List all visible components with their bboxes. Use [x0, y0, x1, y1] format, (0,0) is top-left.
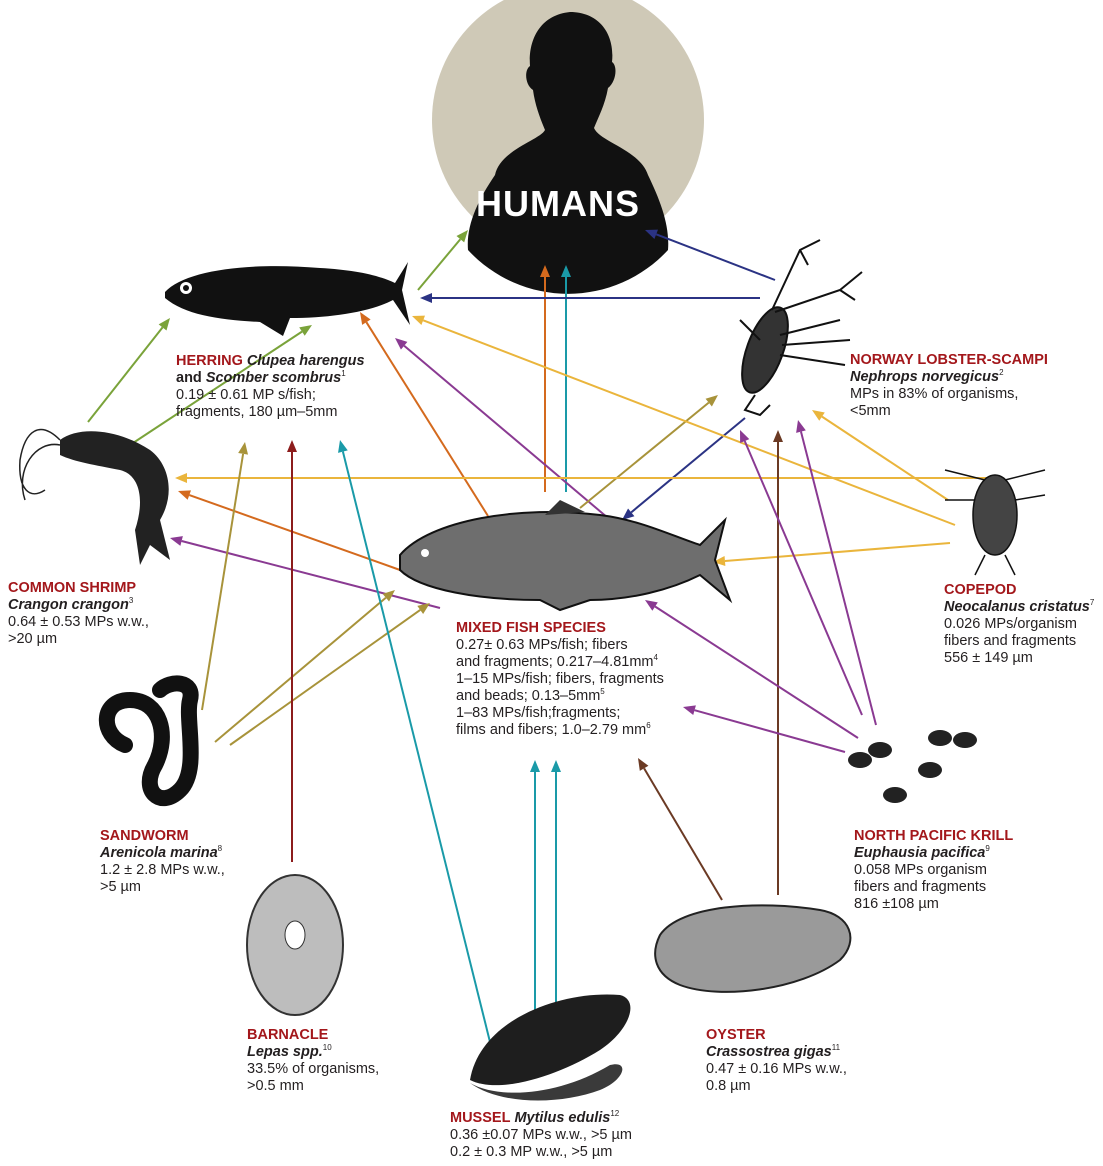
arrow-oyster-to-lobster [773, 430, 783, 895]
arrow-krill-to-shrimp [170, 536, 440, 608]
arrow-fish-to-humans [540, 265, 550, 492]
oyster-illustration [655, 905, 850, 992]
arrow-lobster-to-fish [622, 418, 745, 520]
arrow-krill-to-lobster [796, 420, 876, 725]
arrow-mussel-to-fish [530, 760, 540, 1045]
arrow-fish-to-humans-2 [561, 265, 571, 492]
arrow-krill-to-fish [683, 705, 845, 752]
krill-label: NORTH PACIFIC KRILL Euphausia pacifica9 … [854, 828, 1013, 913]
arrow-shrimp-to-herring [88, 318, 170, 422]
humans-node: HUMANS [432, 0, 704, 294]
copepod-label: COPEPOD Neocalanus cristatus7 0.026 MPs/… [944, 582, 1094, 667]
arrow-lobster-to-humans [645, 230, 775, 280]
arrow-copepod-to-shrimp [175, 473, 990, 483]
sandworm-illustration [107, 683, 191, 798]
arrow-herring-to-humans [418, 230, 468, 290]
arrow-barnacle-to-herring [287, 440, 297, 862]
copepod-illustration [945, 470, 1045, 575]
arrow-krill-to-fish-2 [645, 600, 858, 738]
mixed-fish-label: MIXED FISH SPECIES 0.27± 0.63 MPs/fish; … [456, 620, 664, 739]
arrow-copepod-to-lobster [812, 410, 948, 500]
shrimp-illustration [20, 430, 170, 565]
mussel-label: MUSSEL Mytilus edulis12 0.36 ±0.07 MPs w… [450, 1110, 632, 1161]
oyster-label: OYSTER Crassostrea gigas11 0.47 ± 0.16 M… [706, 1027, 847, 1095]
shrimp-label: COMMON SHRIMP Crangon crangon3 0.64 ± 0.… [8, 580, 149, 648]
arrow-fish-to-lobster [580, 395, 718, 508]
arrow-sandworm-to-fish-2 [230, 603, 430, 745]
mixed-fish-illustration [400, 500, 730, 610]
arrow-sandworm-to-herring [202, 442, 248, 710]
mussel-illustration [470, 994, 630, 1100]
barnacle-label: BARNACLE Lepas spp.10 33.5% of organisms… [247, 1027, 379, 1095]
krill-illustration [848, 730, 977, 803]
lobster-label: NORWAY LOBSTER-SCAMPI Nephrops norvegicu… [850, 352, 1048, 420]
herring-illustration [165, 262, 410, 336]
arrow-lobster-to-herring [420, 293, 760, 303]
arrow-fish-to-shrimp [178, 490, 400, 570]
sandworm-label: SANDWORM Arenicola marina8 1.2 ± 2.8 MPs… [100, 828, 225, 896]
arrow-fish-to-herring [360, 312, 488, 516]
arrow-oyster-to-fish [638, 758, 722, 900]
herring-label: HERRING Clupea harengus and Scomber scom… [176, 353, 365, 421]
lobster-illustration [733, 240, 862, 415]
arrow-sandworm-to-fish [215, 590, 395, 742]
arrow-krill-to-herring [395, 338, 608, 518]
barnacle-illustration [247, 875, 343, 1015]
humans-label: HUMANS [476, 183, 640, 224]
